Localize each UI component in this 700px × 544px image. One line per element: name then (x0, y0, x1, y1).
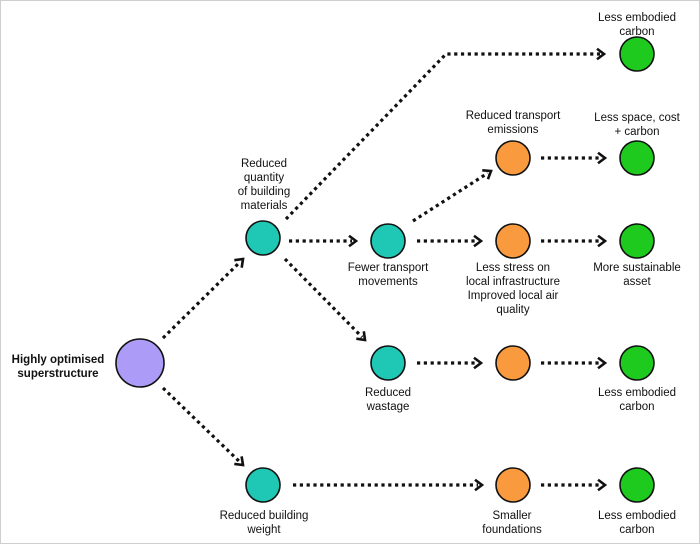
label-foundations: Smaller foundations (482, 510, 542, 536)
label-root: Highly optimised superstructure (11, 354, 105, 380)
label-wastage: Reduced wastage (364, 387, 412, 413)
edge-materials-to-wastage (283, 257, 364, 339)
node-wastage (370, 345, 406, 381)
node-stress (495, 223, 531, 259)
arrow-head-root-to-weight (234, 456, 245, 467)
label-space: Less space, cost + carbon (594, 112, 680, 138)
label-weight: Reduced building weight (219, 510, 309, 536)
label-embodied-1: Less embodied carbon (598, 12, 676, 38)
arrow-head-materials-to-embodied-1 (596, 47, 607, 61)
node-foundations (495, 467, 531, 503)
label-materials: Reduced quantity of building materials (237, 158, 291, 212)
node-embodied-2 (619, 345, 655, 381)
label-embodied-3: Less embodied carbon (598, 510, 676, 536)
edge-root-to-weight (161, 386, 242, 464)
arrow-head-transport-to-stress (473, 234, 484, 248)
node-embodied-3 (619, 467, 655, 503)
edge-materials-to-embodied-1 (284, 52, 600, 221)
node-space (619, 140, 655, 176)
edge-transport-to-emissions (412, 171, 489, 223)
label-transport: Fewer transport movements (347, 262, 429, 288)
edge-root-to-materials (161, 260, 242, 340)
arrow-head-transport-to-emissions (482, 169, 493, 180)
node-root (115, 338, 165, 388)
node-emissions (495, 140, 531, 176)
arrow-head-emissions-to-space (597, 151, 608, 165)
arrow-head-wastage-to-wastage-orange (473, 356, 484, 370)
label-emissions: Reduced transport emissions (465, 110, 561, 136)
label-embodied-2: Less embodied carbon (598, 387, 676, 413)
arrow-head-foundations-to-embodied-3 (597, 478, 608, 492)
arrow-head-weight-to-foundations (474, 478, 485, 492)
node-wastage-orange (495, 345, 531, 381)
node-transport (370, 223, 406, 259)
arrow-head-materials-to-wastage (356, 331, 367, 342)
node-materials (245, 220, 281, 256)
arrow-head-wastage-orange-to-embodied-2 (597, 356, 608, 370)
node-weight (245, 467, 281, 503)
node-embodied-1 (619, 36, 655, 72)
arrow-head-root-to-materials (234, 257, 245, 268)
label-stress: Less stress on local infrastructure Impr… (466, 262, 560, 316)
arrow-head-materials-to-transport (348, 234, 359, 248)
arrow-head-stress-to-sustainable (597, 234, 608, 248)
label-sustainable: More sustainable asset (593, 262, 681, 288)
node-sustainable (619, 223, 655, 259)
